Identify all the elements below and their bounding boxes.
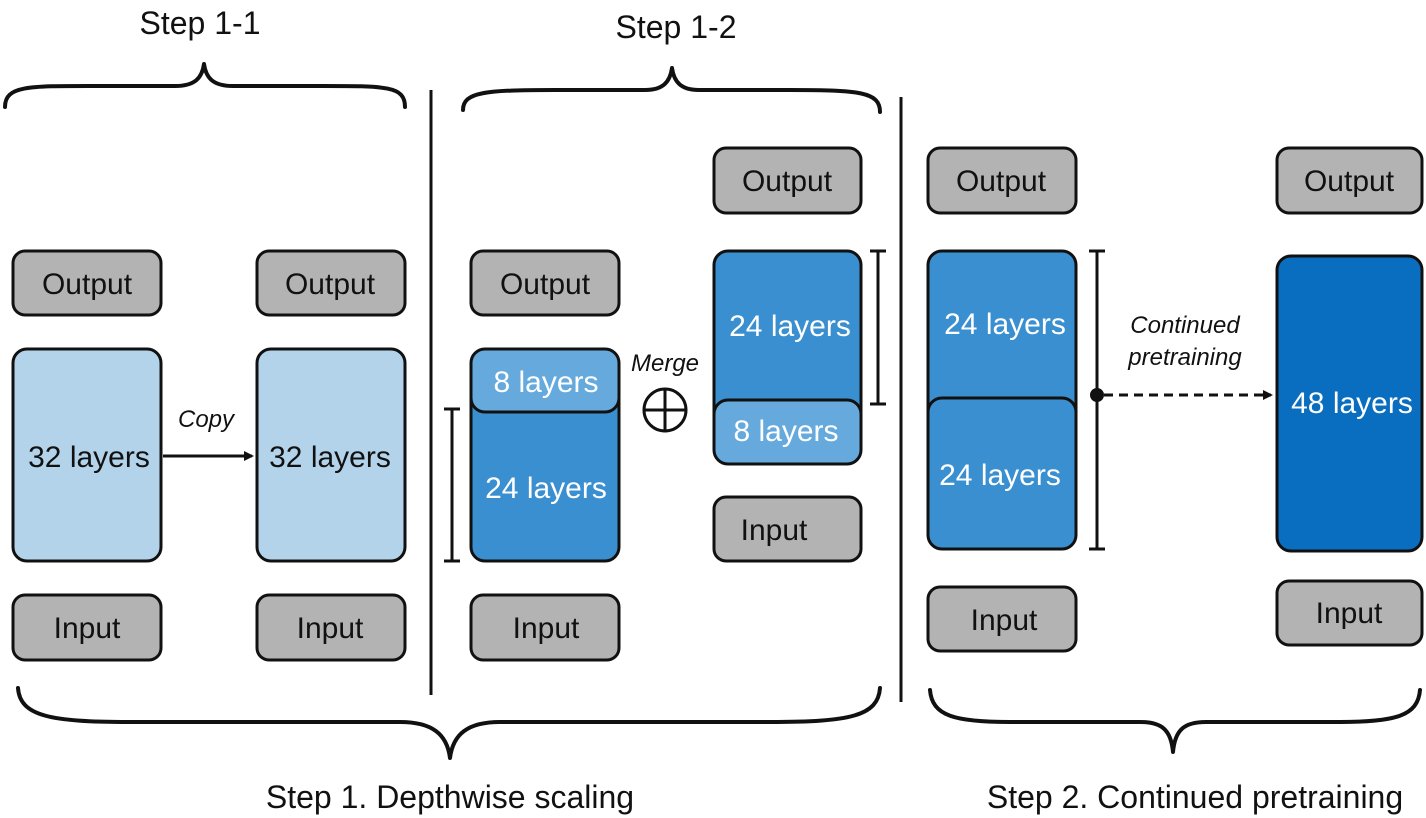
merge-plus-icon <box>642 387 688 433</box>
step1-1-right-input-box <box>255 593 407 662</box>
merge-label: Merge <box>631 350 699 377</box>
step1-2-left-output-label: Output <box>500 268 591 301</box>
step1-2-right-24-layers-label: 24 layers <box>729 310 851 343</box>
step1-1-right-output-box <box>255 249 407 317</box>
step1-2-right-output-box <box>712 146 863 215</box>
step1-2-left-input-label: Input <box>513 612 580 645</box>
step2-left-output-box <box>926 146 1078 215</box>
step2-left-input-label: Input <box>971 604 1038 637</box>
step1-bottom-brace <box>16 686 882 760</box>
step2-right-48-layers-label: 48 layers <box>1291 387 1413 420</box>
step1-1-left-output-box <box>11 249 163 317</box>
step1-2-left-24-layers-label: 24 layers <box>485 472 607 505</box>
step1-bottom-label: Step 1. Depthwise scaling <box>266 779 634 815</box>
step2-right-input-box <box>1275 579 1424 647</box>
step1-2-top-brace <box>461 66 882 114</box>
step1-2-right-range-bracket <box>870 249 886 406</box>
step1-1-right-layers-box <box>255 347 407 563</box>
step2-left-output-label: Output <box>956 165 1047 198</box>
step1-2-left-8-layers-label: 8 layers <box>493 366 598 399</box>
step1-1-left-layers-label: 32 layers <box>28 441 150 474</box>
continued-pretraining-label-line1: Continued <box>1130 312 1240 339</box>
step1-1-right-output-label: Output <box>285 268 376 301</box>
step2-right-input-label: Input <box>1316 597 1383 630</box>
step1-1-left-input-label: Input <box>54 612 121 645</box>
continued-pretraining-arrow-origin <box>1090 388 1104 402</box>
step1-1-title: Step 1-1 <box>140 5 261 41</box>
step2-bottom-brace <box>928 688 1422 754</box>
continued-pretraining-label-line2: pretraining <box>1127 344 1242 371</box>
step1-2-left-8-layers-box <box>469 347 621 414</box>
step1-1-top-brace <box>3 62 407 109</box>
step1-2-right-input-label: Input <box>741 514 808 547</box>
step1-2-left-range-bracket <box>444 407 460 563</box>
step2-left-bottom-24-layers-label: 24 layers <box>939 459 1061 492</box>
step1-2-right-output-label: Output <box>742 165 833 198</box>
step1-2-right-input-box <box>712 495 863 563</box>
step1-2-left-output-box <box>469 249 621 317</box>
step1-1-left-output-label: Output <box>42 268 133 301</box>
step2-bottom-label: Step 2. Continued pretraining <box>987 779 1403 815</box>
step2-right-output-box <box>1275 146 1424 215</box>
step1-2-left-input-box <box>469 593 621 662</box>
step1-1-right-input-label: Input <box>297 612 364 645</box>
step1-2-right-8-layers-box <box>712 398 863 466</box>
step1-1-left-input-box <box>11 593 163 662</box>
step2-left-bottom-24-layers-box <box>926 396 1078 551</box>
step2-right-48-layers-box <box>1275 254 1424 553</box>
step2-right-output-label: Output <box>1304 165 1395 198</box>
step2-left-input-box <box>926 585 1078 653</box>
step1-1-right-layers-label: 32 layers <box>269 441 391 474</box>
step2-left-top-24-layers-label: 24 layers <box>944 308 1066 341</box>
step1-2-title: Step 1-2 <box>616 9 737 45</box>
step1-1-left-layers-box <box>11 347 163 563</box>
copy-label: Copy <box>178 406 236 433</box>
step1-2-right-8-layers-label: 8 layers <box>733 415 838 448</box>
